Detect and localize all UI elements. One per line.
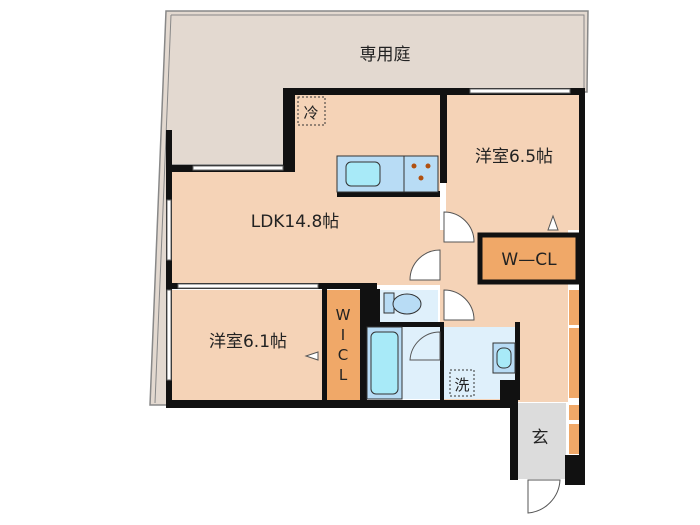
ldk-room	[172, 95, 440, 285]
stove-icon	[411, 163, 431, 181]
walls	[166, 88, 585, 485]
wcl-label: W—CL	[501, 250, 557, 270]
entrance	[517, 403, 566, 479]
shoe-shelves	[569, 290, 579, 454]
svg-text:L: L	[339, 366, 348, 384]
washbasin-icon	[492, 342, 516, 374]
sink-icon	[345, 161, 381, 187]
entrance-label: 玄	[532, 428, 549, 448]
room-label-6-5: 洋室6.5帖	[475, 147, 553, 167]
washer-label: 洗	[454, 376, 469, 394]
toilet-icon	[383, 292, 422, 315]
fridge-space: 冷	[297, 96, 326, 126]
washer-space: 洗	[449, 369, 475, 397]
doors	[304, 211, 561, 514]
svg-text:I: I	[341, 326, 345, 344]
fridge-label: 冷	[303, 104, 318, 122]
walk-in-closet	[327, 290, 360, 400]
svg-text:W: W	[336, 306, 351, 324]
kitchen-counter	[336, 155, 439, 193]
bedroom-6-1	[172, 290, 322, 400]
room-label-ldk: LDK14.8帖	[251, 212, 340, 232]
windows	[166, 88, 571, 381]
wicl-label: W I C L	[336, 306, 351, 384]
room-label-6-1: 洋室6.1帖	[209, 332, 287, 352]
bedroom-6-5	[446, 95, 581, 230]
svg-text:C: C	[338, 346, 348, 364]
bathtub-icon	[366, 326, 403, 400]
garden-label: 専用庭	[360, 45, 411, 65]
walk-in-closet-wcl	[477, 232, 581, 285]
